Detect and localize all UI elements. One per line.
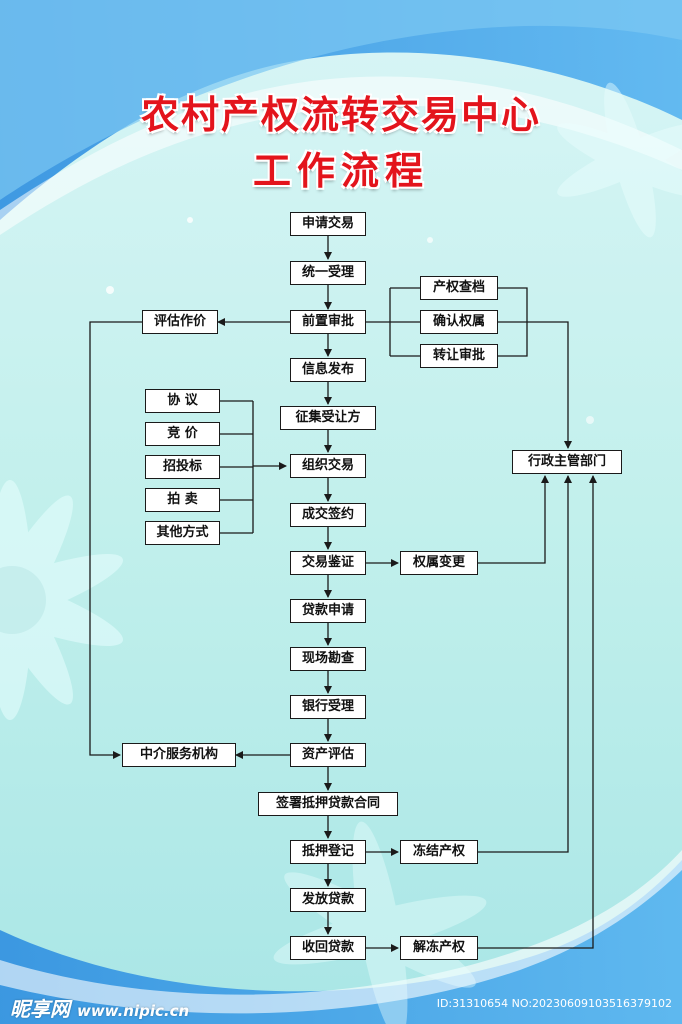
node-agreement: 协 议	[145, 389, 220, 413]
node-bank-accept: 银行受理	[290, 695, 366, 719]
node-transfer-approval: 转让审批	[420, 344, 498, 368]
node-auction: 拍 卖	[145, 488, 220, 512]
watermark-id: ID:31310654 NO:20230609103516379102	[437, 997, 672, 1010]
node-asset-eval: 资产评估	[290, 743, 366, 767]
watermark-logo-text: 昵享网	[10, 997, 70, 1021]
node-tender: 招投标	[145, 455, 220, 479]
node-confirm-rights: 确认权属	[420, 310, 498, 334]
watermark-logo: 昵享网 www.nipic.cn	[10, 993, 189, 1022]
node-sign: 成交签约	[290, 503, 366, 527]
node-unfreeze: 解冻产权	[400, 936, 478, 960]
node-verify: 交易鉴证	[290, 551, 366, 575]
node-loan-apply: 贷款申请	[290, 599, 366, 623]
node-admin-dept: 行政主管部门	[512, 450, 622, 474]
node-disburse: 发放贷款	[290, 888, 366, 912]
node-info-release: 信息发布	[290, 358, 366, 382]
node-other: 其他方式	[145, 521, 220, 545]
watermark-url: www.nipic.cn	[77, 1002, 189, 1020]
node-accept: 统一受理	[290, 261, 366, 285]
node-recover: 收回贷款	[290, 936, 366, 960]
node-eval-pricing: 评估作价	[142, 310, 218, 334]
node-rights-check: 产权查档	[420, 276, 498, 300]
node-mortgage-reg: 抵押登记	[290, 840, 366, 864]
node-organize: 组织交易	[290, 454, 366, 478]
node-pre-approval: 前置审批	[290, 310, 366, 334]
node-apply: 申请交易	[290, 212, 366, 236]
node-contract: 签署抵押贷款合同	[258, 792, 398, 816]
node-survey: 现场勘查	[290, 647, 366, 671]
node-intermediary: 中介服务机构	[122, 743, 236, 767]
node-freeze: 冻结产权	[400, 840, 478, 864]
node-bidding: 竞 价	[145, 422, 220, 446]
node-solicit: 征集受让方	[280, 406, 376, 430]
node-ownership-change: 权属变更	[400, 551, 478, 575]
